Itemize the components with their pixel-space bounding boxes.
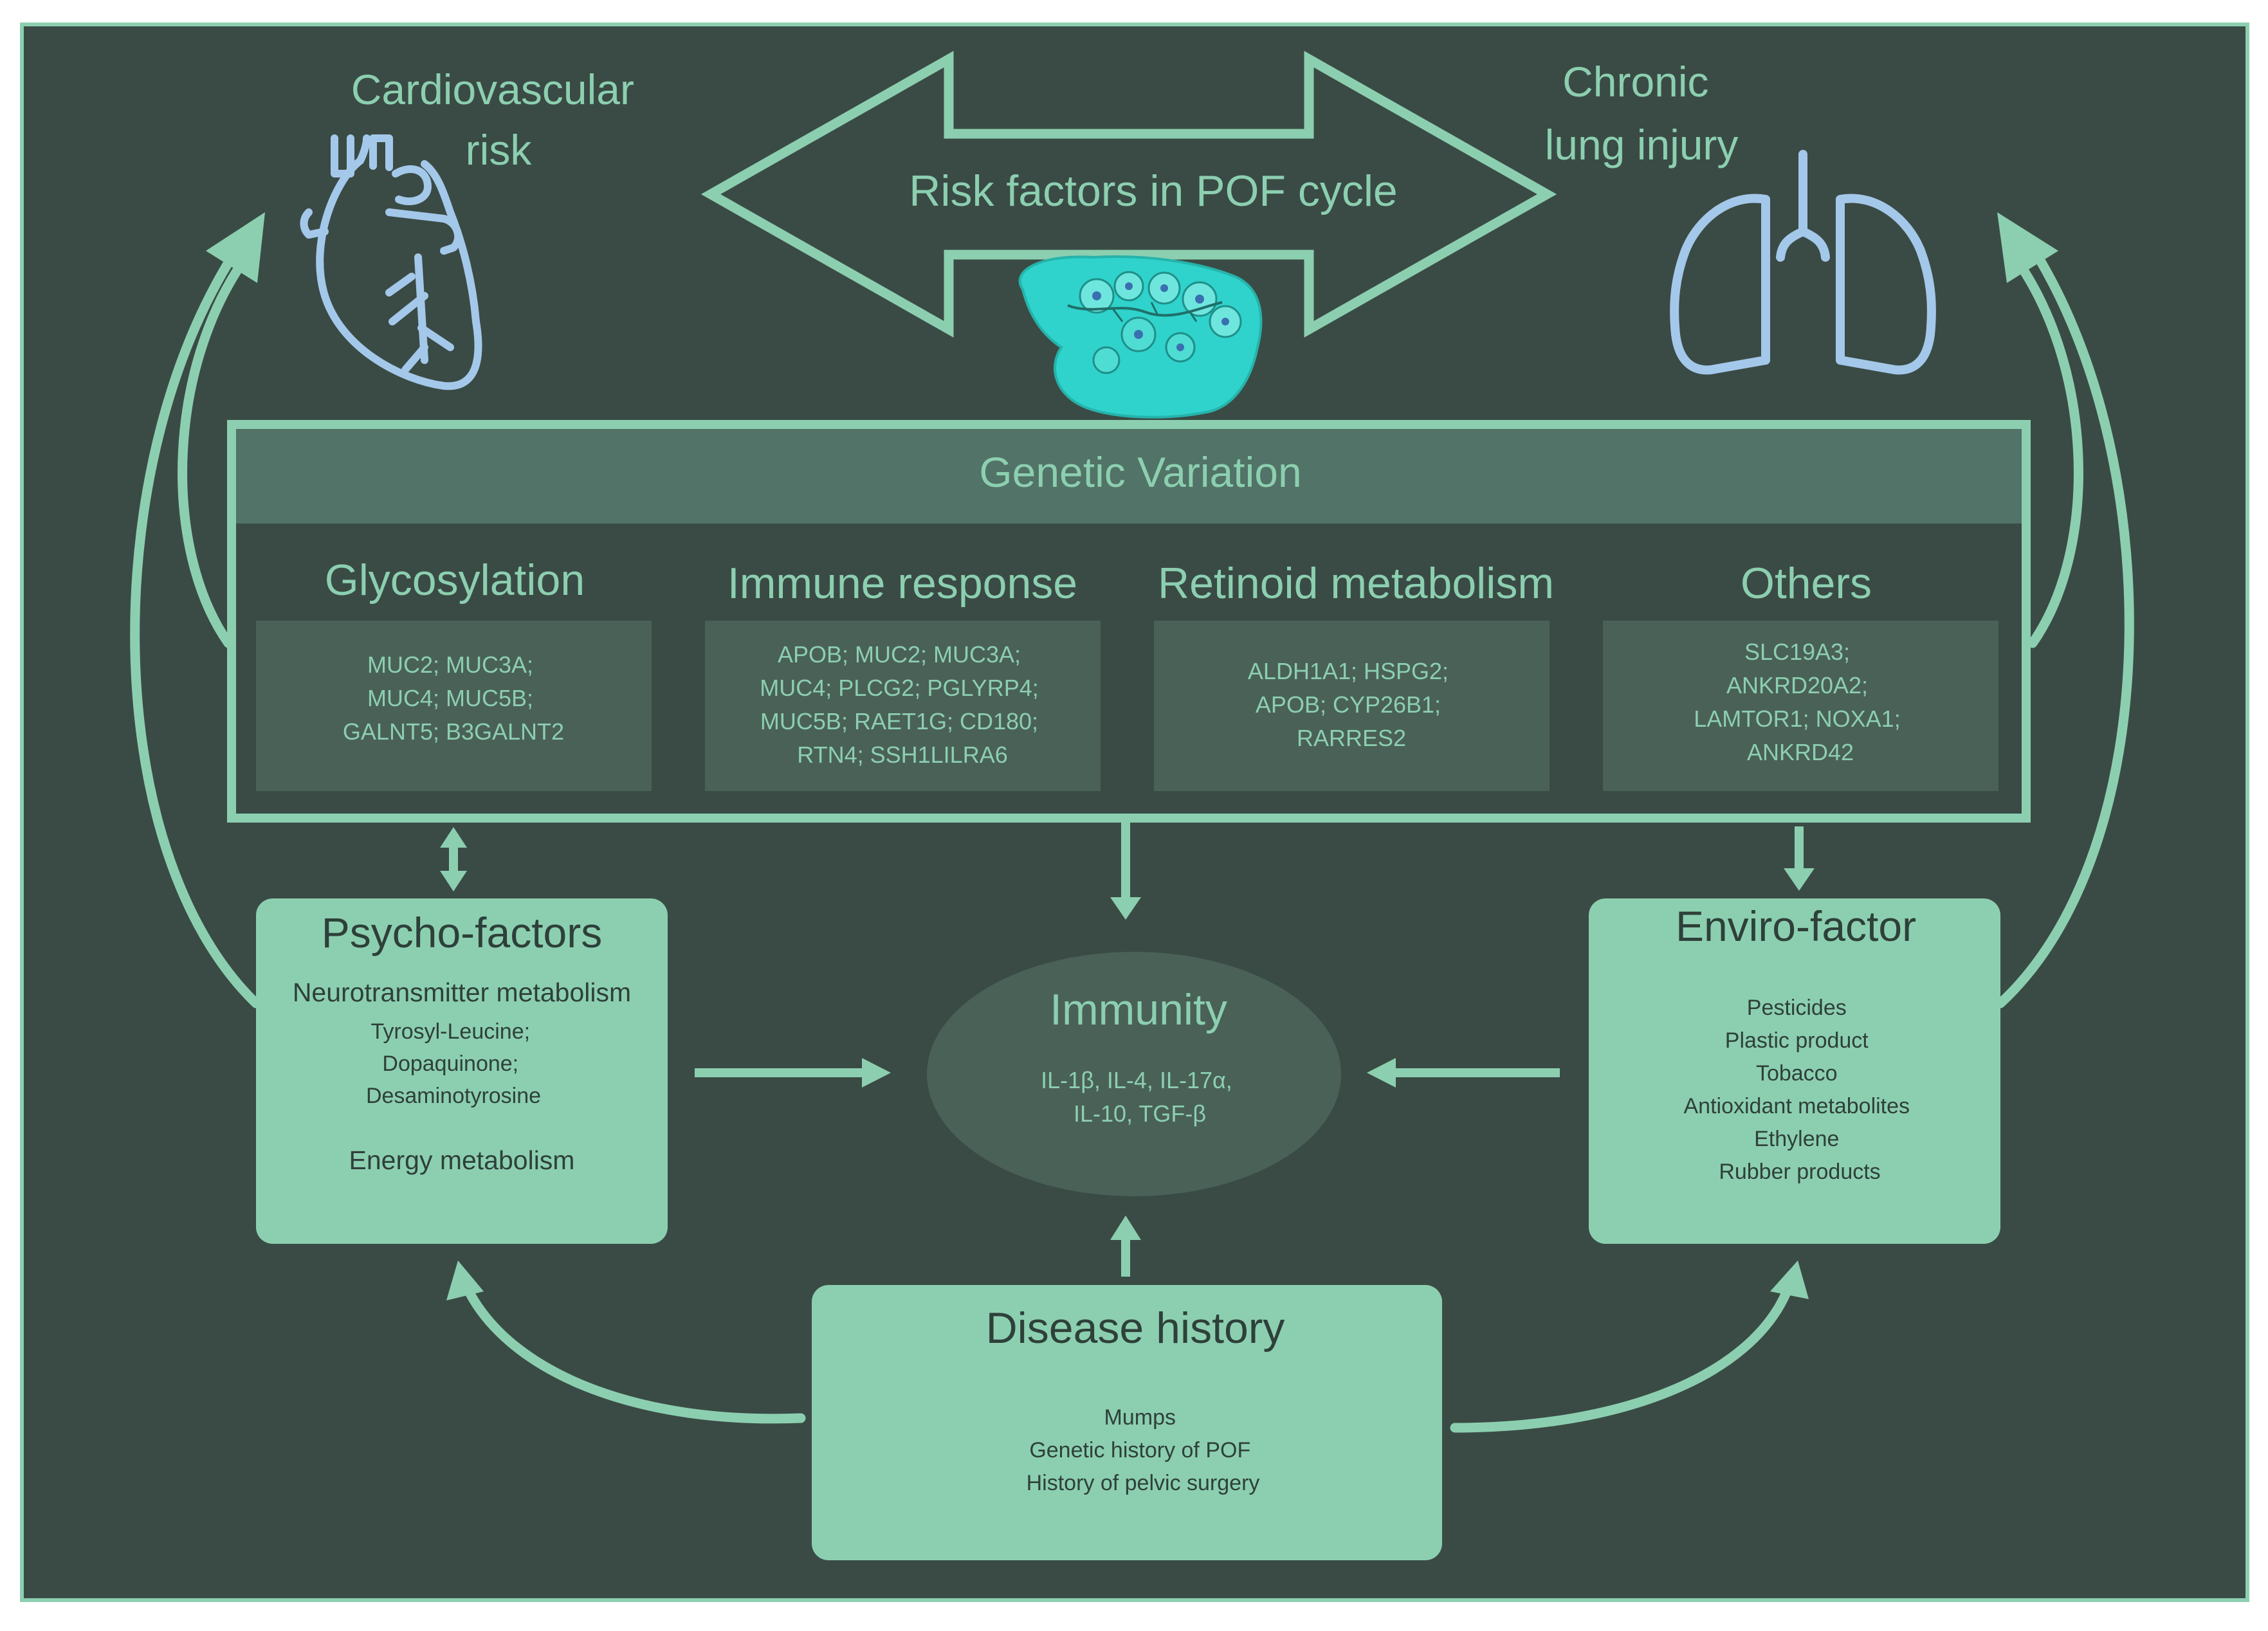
left-outer-arrowhead: [206, 212, 265, 283]
risk-cycle-double-arrow: [700, 51, 1557, 338]
genetic-to-immunity-arrow: [1110, 822, 1141, 920]
heart-icon: [300, 134, 482, 390]
genetic-variation-title: Genetic Variation: [979, 448, 1301, 496]
gene-list-others: SLC19A3; ANKRD20A2; LAMTOR1; NOXA1; ANKR…: [1694, 639, 1907, 765]
category-title-retinoid-metabolism: Retinoid metabolism: [1158, 559, 1554, 608]
disease-to-psycho-arrow: [446, 1261, 806, 1424]
left-outer-arrow: [130, 233, 261, 1008]
gene-box-retinoid-metabolism: [1154, 621, 1550, 791]
glycosylation-psycho-double-arrow: [440, 827, 467, 891]
disease-history-box: [812, 1285, 1442, 1560]
psycho-to-immunity-arrow: [695, 1058, 891, 1088]
enviro-factor-items: Pesticides Plastic product Tobacco Antio…: [1684, 996, 1916, 1184]
gene-box-glycosylation: [256, 621, 652, 791]
lung-injury-label: Chronic lung injury: [1545, 58, 1739, 169]
immunity-title: Immunity: [1050, 985, 1227, 1034]
genetic-to-enviro-arrow: [1784, 826, 1815, 891]
enviro-factor-box: [1589, 898, 2000, 1244]
lungs-icon: [1670, 150, 1936, 375]
disease-history-title: Disease history: [986, 1304, 1285, 1353]
right-outer-arrowhead: [1997, 212, 2058, 283]
gene-list-glycosylation: MUC2; MUC3A; MUC4; MUC5B; GALNT5; B3GALN…: [343, 651, 564, 745]
psycho-factors-box: [256, 898, 668, 1244]
psycho-factors-items: Tyrosyl-Leucine; Dopaquinone; Desaminoty…: [366, 1019, 541, 1108]
psycho-factors-subtitle: Neurotransmitter metabolism: [293, 978, 631, 1007]
gene-list-immune-response: APOB; MUC2; MUC3A; MUC4; PLCG2; PGLYRP4;…: [760, 641, 1045, 768]
enviro-factor-title: Enviro-factor: [1676, 902, 1916, 950]
ovary-icon: [1018, 255, 1263, 419]
gene-list-retinoid-metabolism: ALDH1A1; HSPG2; APOB; CYP26B1; RARRES2: [1248, 658, 1455, 751]
category-title-immune-response: Immune response: [727, 559, 1077, 608]
category-title-others: Others: [1741, 559, 1872, 608]
right-outer-arrow: [1995, 233, 2134, 1008]
enviro-to-immunity-arrow: [1367, 1058, 1560, 1088]
disease-to-immunity-arrow: [1110, 1216, 1141, 1277]
disease-to-enviro-arrow: [1450, 1261, 1809, 1433]
cardiovascular-label: Cardiovascular risk: [351, 66, 646, 174]
disease-history-items: Mumps Genetic history of POF History of …: [1027, 1405, 1260, 1495]
cycle-label: Risk factors in POF cycle: [909, 167, 1398, 215]
genetic-variation-frame: [227, 420, 2031, 823]
gene-box-immune-response: [705, 621, 1101, 791]
category-title-glycosylation: Glycosylation: [325, 556, 585, 605]
gene-box-others: [1603, 621, 1998, 791]
psycho-factors-footer: Energy metabolism: [349, 1145, 575, 1175]
immunity-ellipse: [927, 952, 1341, 1196]
genetic-variation-header: [236, 429, 2022, 524]
psycho-factors-title: Psycho-factors: [322, 909, 602, 956]
immunity-items: IL-1β, IL-4, IL-17α, IL-10, TGF-β: [1041, 1067, 1239, 1127]
